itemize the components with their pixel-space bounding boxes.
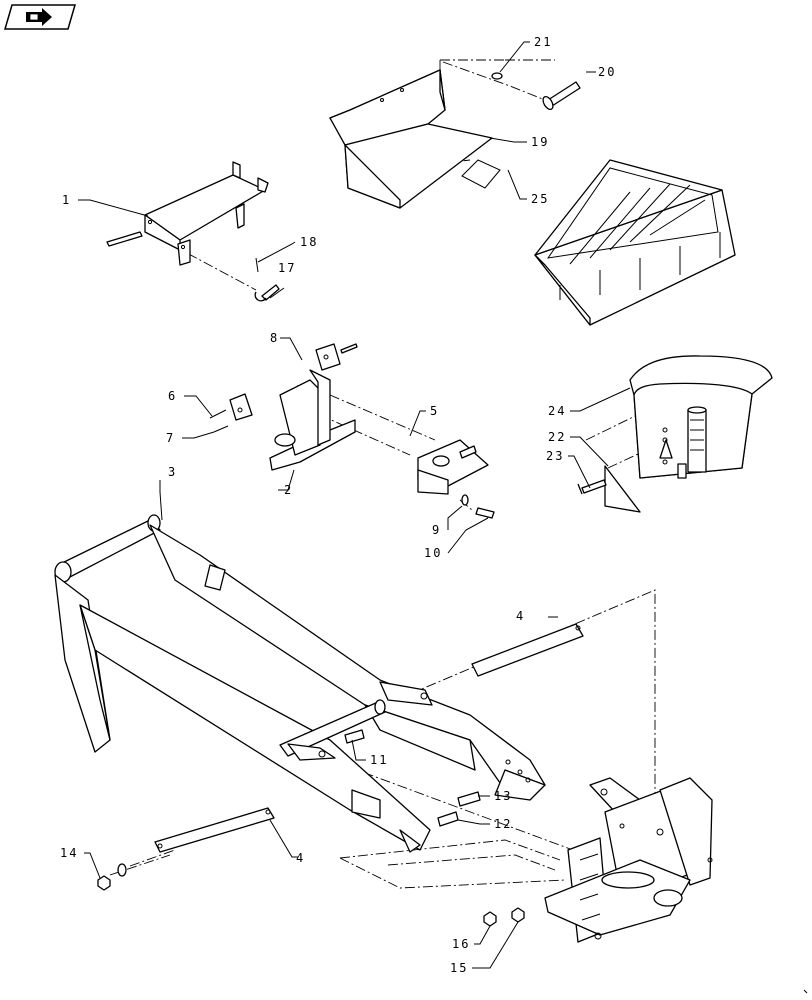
callout-14: 14 — [60, 846, 78, 860]
callout-13: 13 — [494, 789, 512, 803]
nut-15-part — [511, 907, 525, 923]
main-frame-part — [54, 514, 546, 853]
battery-part — [534, 159, 736, 326]
bolt-10-part — [475, 507, 495, 519]
bolt-part — [106, 231, 143, 247]
clamp-part — [417, 439, 489, 495]
callout-4-upper: 4 — [516, 609, 525, 623]
callout-10: 10 — [424, 546, 442, 560]
small-plate-part — [209, 393, 253, 433]
support-bracket-part — [604, 465, 641, 513]
callout-11: 11 — [370, 753, 388, 767]
callout-7: 7 — [166, 431, 175, 445]
callout-1: 1 — [62, 193, 71, 207]
callout-24: 24 — [548, 404, 566, 418]
bolt-17-part — [254, 284, 280, 302]
bolt-20-part — [542, 81, 581, 111]
callout-6: 6 — [168, 389, 177, 403]
washer-21-part — [491, 72, 503, 80]
callout-23: 23 — [546, 449, 564, 463]
callout-8: 8 — [270, 331, 279, 345]
pin-18-part — [255, 257, 259, 273]
bolt-11-part — [344, 729, 365, 744]
callout-15: 15 — [450, 961, 468, 975]
callout-25: 25 — [531, 192, 549, 206]
corner-mark — [803, 989, 808, 994]
callout-22: 22 — [548, 430, 566, 444]
washer-9-part — [461, 494, 469, 506]
tie-rod-upper-part — [471, 623, 584, 677]
forward-arrow-icon[interactable] — [4, 4, 76, 30]
bolt-12-part — [437, 811, 459, 827]
mounting-bracket-part — [269, 343, 358, 471]
hitch-mount-part — [544, 777, 713, 943]
callout-5: 5 — [430, 404, 439, 418]
callout-21: 21 — [534, 35, 552, 49]
callout-12: 12 — [494, 817, 512, 831]
nut-14-part — [97, 863, 127, 891]
callout-18: 18 — [300, 235, 318, 249]
callout-labels: 1 2 3 4 4 5 6 7 8 9 10 11 12 13 14 15 16… — [60, 35, 616, 975]
leader-lines — [78, 41, 631, 969]
nut-16-part — [483, 911, 497, 927]
callout-20: 20 — [598, 65, 616, 79]
callout-9: 9 — [432, 523, 441, 537]
bracket-plate-part — [329, 69, 501, 209]
bolt-13-part — [457, 791, 481, 807]
callout-17: 17 — [278, 261, 296, 275]
tie-rod-lower-part — [154, 807, 275, 853]
callout-3: 3 — [168, 465, 177, 479]
step-bracket-part — [144, 161, 269, 266]
bolt-23-part — [577, 479, 607, 495]
reservoir-tank-part — [629, 355, 773, 479]
callout-19: 19 — [531, 135, 549, 149]
callout-4-lower: 4 — [296, 851, 305, 865]
callout-16: 16 — [452, 937, 470, 951]
callout-2: 2 — [284, 483, 293, 497]
